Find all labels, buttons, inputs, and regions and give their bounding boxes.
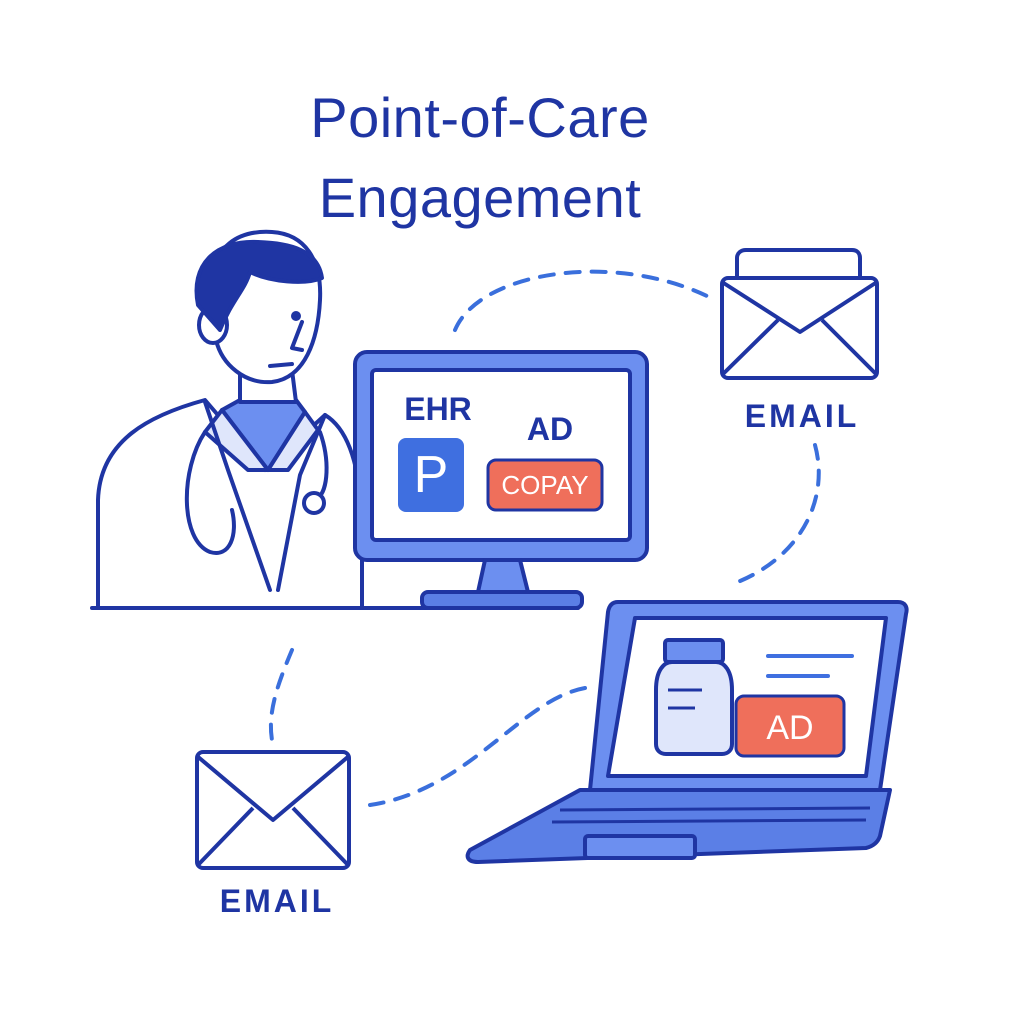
envelope-icon — [195, 750, 351, 870]
title-line-1: Point-of-Care — [310, 86, 650, 149]
ehr-app-icon: P — [398, 438, 464, 512]
connector-lines — [268, 269, 821, 807]
desktop-ad-label: AD — [527, 411, 573, 447]
laptop-ad-badge: AD — [734, 694, 846, 758]
laptop-text-lines — [766, 654, 854, 678]
laptop-ad-label: AD — [766, 709, 813, 747]
page-title: Point-of-Care Engagement — [200, 78, 760, 238]
pill-bottle-icon — [654, 638, 734, 756]
copay-label: COPAY — [501, 470, 588, 500]
connector-top-email-to-laptop — [728, 443, 821, 587]
connector-monitor-to-top-email — [453, 269, 717, 332]
copay-badge: COPAY — [486, 458, 604, 512]
ehr-app-letter: P — [414, 446, 449, 504]
envelope-icon — [720, 248, 879, 380]
email-top-label: EMAIL — [745, 398, 860, 434]
connector-doctor-to-bottom-email — [268, 648, 294, 742]
email-bottom-label: EMAIL — [220, 883, 335, 919]
title-line-2: Engagement — [318, 166, 642, 229]
ehr-label: EHR — [404, 391, 472, 427]
connector-laptop-to-bottom-email — [368, 686, 587, 807]
doctor-icon — [90, 229, 580, 610]
